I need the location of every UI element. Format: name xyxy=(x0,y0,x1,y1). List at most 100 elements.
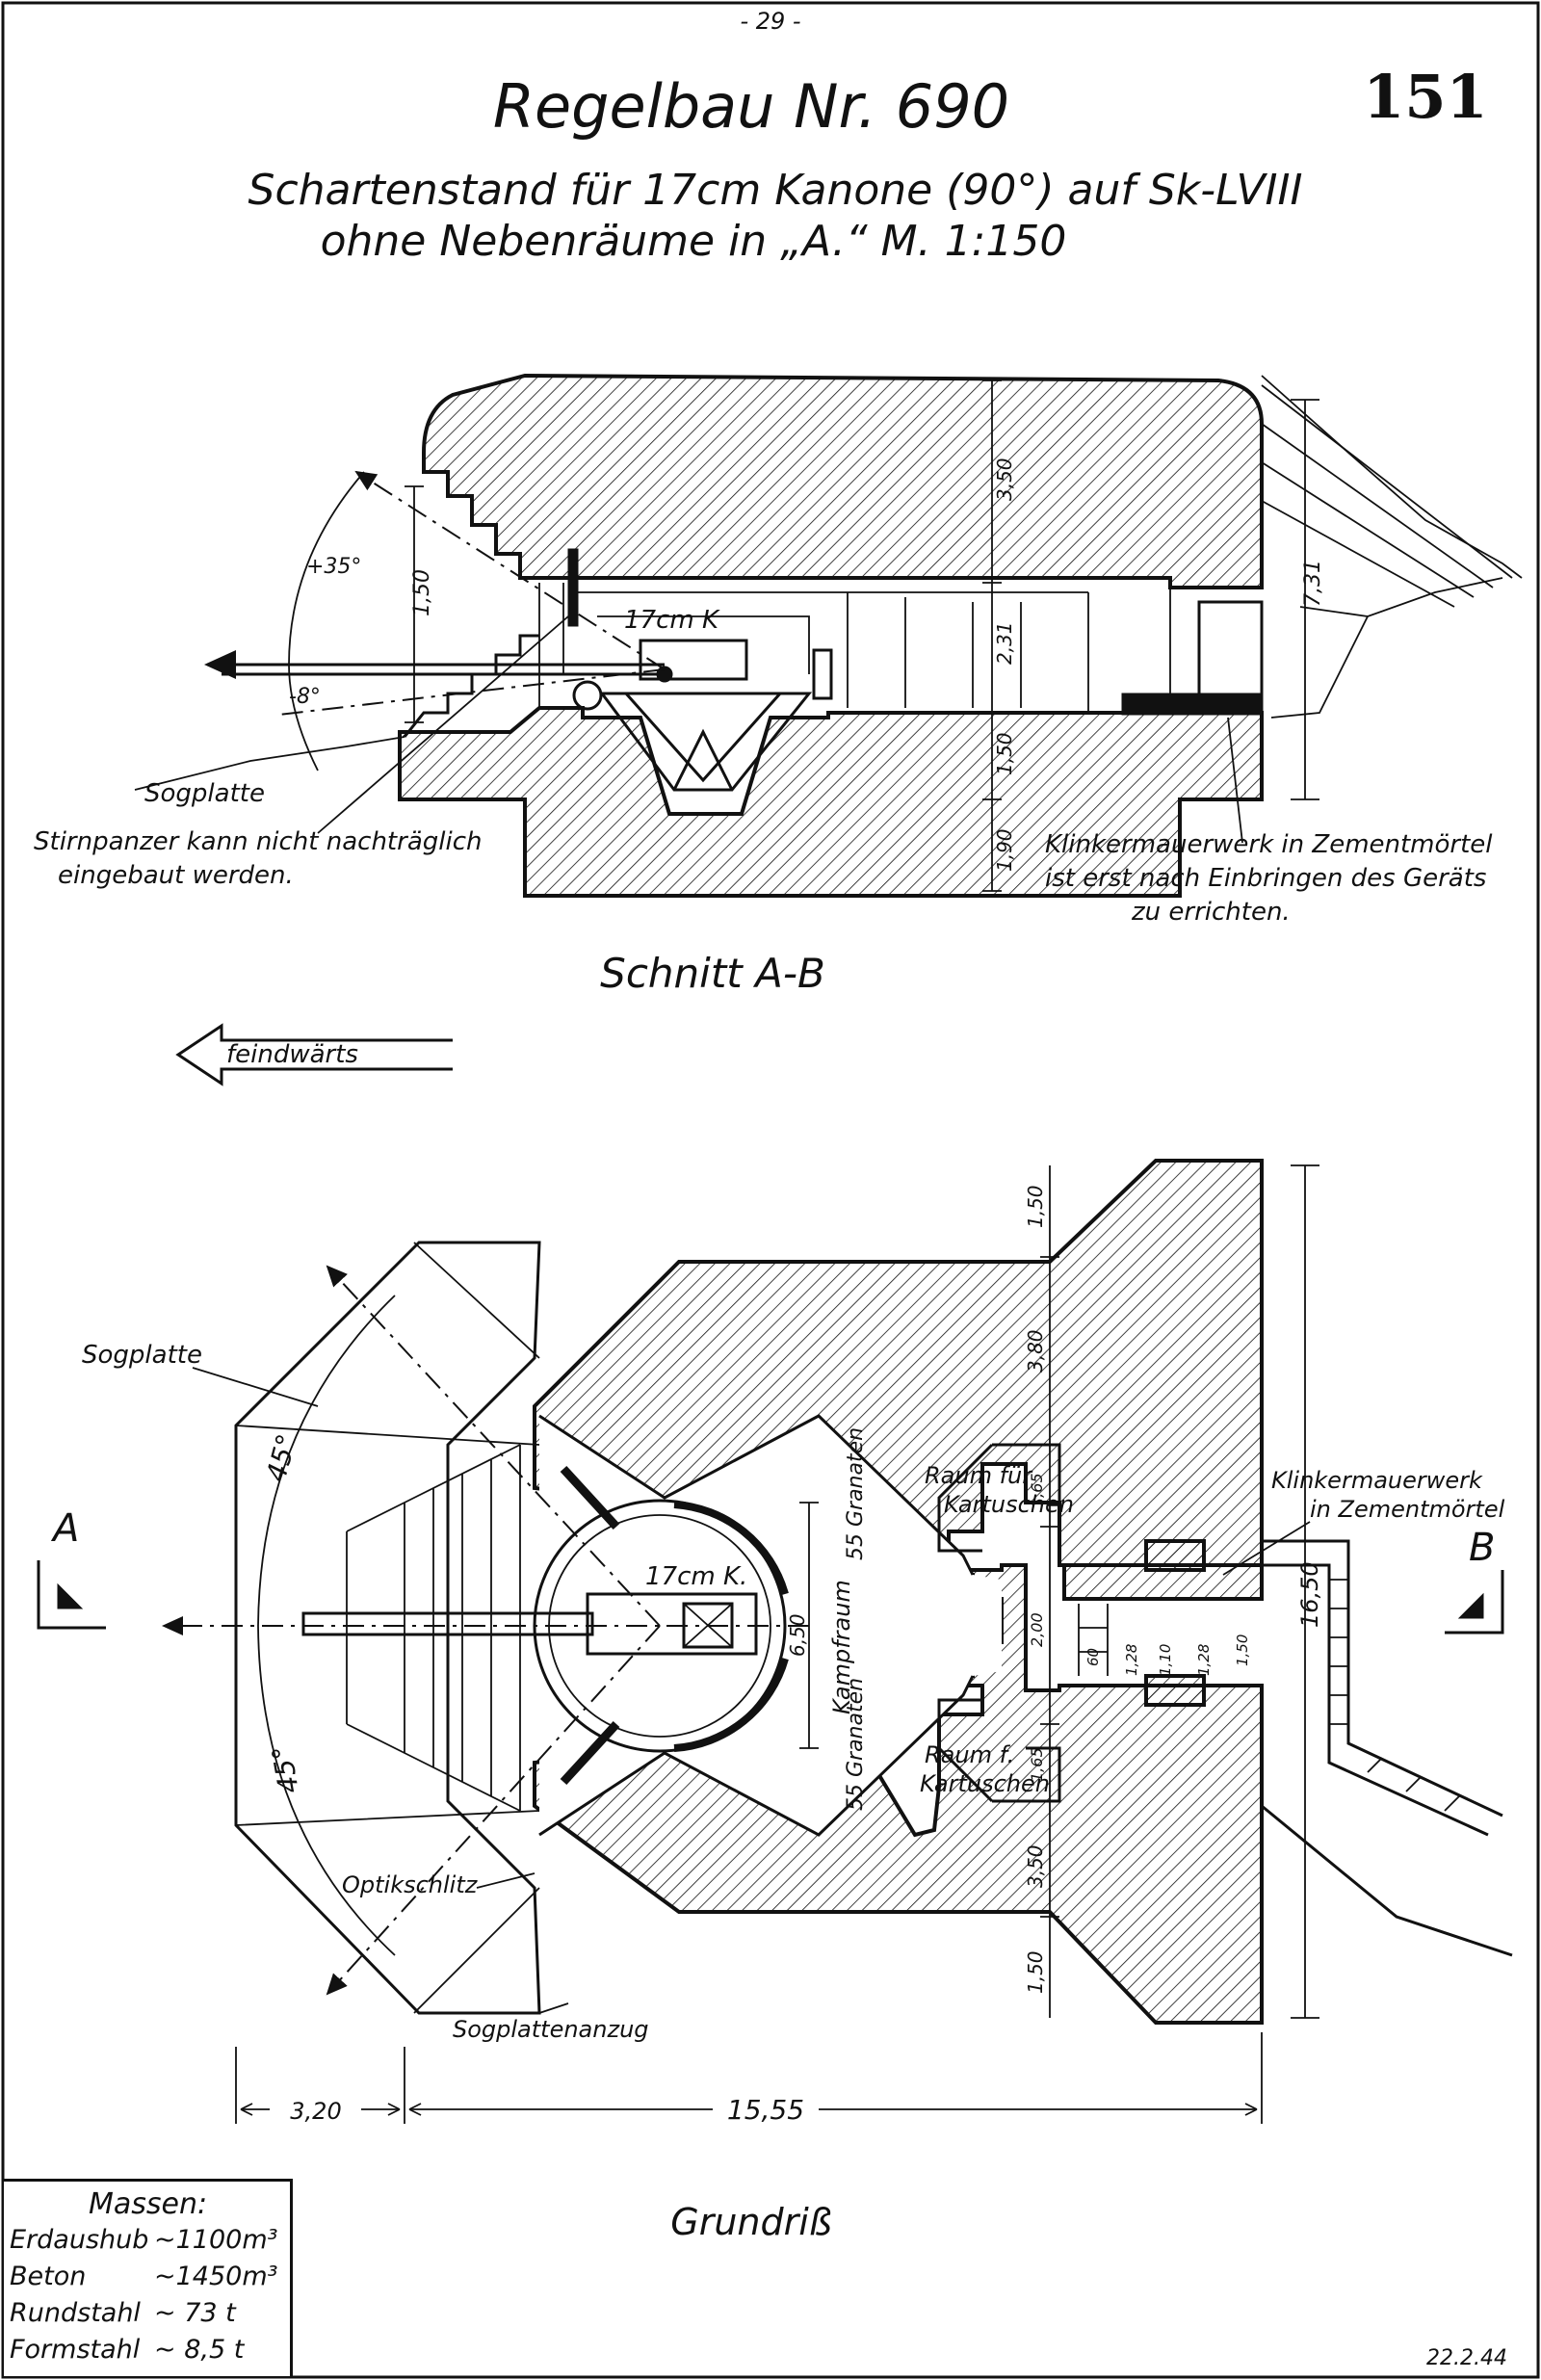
section-dim-1: 3,50 xyxy=(993,458,1016,501)
mount-wheel xyxy=(572,680,603,711)
terrain-left xyxy=(134,736,405,791)
quantity-row-earthwork: Erdaushub~1100m³ xyxy=(10,2225,277,2255)
section-dim-total xyxy=(1291,399,1319,800)
entrance-ticks xyxy=(1329,1579,1460,1812)
section-dim-chain xyxy=(982,379,1002,892)
drawing-subtitle-2: ohne Nebenräume in „A.“ M. 1:150 xyxy=(321,217,1067,266)
section-interior xyxy=(538,583,1171,713)
sogplattenanzug-leader xyxy=(538,2002,569,2014)
quantity-value: ~1450m³ xyxy=(154,2262,278,2291)
section-roof xyxy=(422,373,1264,589)
angle-top-label: 45° xyxy=(260,1430,303,1484)
raum-top-1: Raum für xyxy=(925,1462,1033,1489)
clinker-block-top xyxy=(1144,1539,1206,1572)
plan-caption: Grundriß xyxy=(670,2201,831,2243)
section-caption: Schnitt A-B xyxy=(600,950,825,997)
gun-label-section: 17cm K xyxy=(624,606,720,635)
section-dim-total-label: 7,31 xyxy=(1301,560,1325,607)
small-stair xyxy=(1078,1604,1109,1676)
optikschlitz-leader xyxy=(476,1872,535,1889)
section-dim-2: 2,31 xyxy=(993,621,1016,665)
plan-dim-v2: 1,65 xyxy=(1028,1473,1046,1507)
note-left-leader xyxy=(317,615,569,834)
note-left-2: eingebaut werden. xyxy=(58,861,294,890)
small-dim-2: 1,28 xyxy=(1195,1644,1213,1676)
raum-top-2: Kartuschen xyxy=(944,1491,1074,1518)
kampfraum-label: Kampfraum xyxy=(828,1580,855,1714)
embrasure-steps xyxy=(346,1444,521,1812)
stair-landing xyxy=(1121,693,1263,716)
plan-dim-v0: 1,50 xyxy=(1024,1185,1047,1228)
front-armor-top xyxy=(560,1465,620,1530)
section-dim-4: 1,90 xyxy=(993,828,1016,872)
note-right-1: Klinkermauerwerk in Zementmörtel xyxy=(1045,830,1493,859)
gun-breech xyxy=(639,639,748,681)
sogplatte-section-label: Sogplatte xyxy=(144,779,265,808)
diameter-dim xyxy=(799,1502,819,1749)
drawing-date: 22.2.44 xyxy=(1426,2346,1507,2370)
quantity-row-concrete: Beton~1450m³ xyxy=(10,2262,277,2291)
elevation-line-down xyxy=(278,668,666,716)
plan-dim-v5: 3,50 xyxy=(1024,1844,1047,1888)
section-view: +35° -8° 17cm K 1,50 3,50 2,31 1,50 1,90… xyxy=(34,373,1523,997)
section-marker-a: A xyxy=(50,1506,79,1551)
elevation-line-up xyxy=(354,470,666,670)
enemy-direction-label: feindwärts xyxy=(226,1040,358,1069)
section-dim-3: 1,50 xyxy=(993,732,1016,775)
terrain-right xyxy=(1261,375,1523,719)
gun-recuperator xyxy=(812,648,833,700)
note-right-leader xyxy=(1227,717,1243,844)
sogplatte-plan-leader xyxy=(192,1367,319,1407)
traverse-line-bottom xyxy=(326,1625,661,1996)
sogplatte-inner xyxy=(235,1242,540,2014)
traverse-arc xyxy=(257,1295,396,1956)
small-dim-1: 1,10 xyxy=(1157,1644,1174,1676)
overall-height-dim xyxy=(1291,1164,1319,2019)
quantities-title: Massen: xyxy=(89,2187,208,2221)
kampfraum-outline xyxy=(538,1414,975,1837)
note-left-1: Stirnpanzer kann nicht nachträglich xyxy=(34,827,482,856)
elev-down-label: -8° xyxy=(289,685,321,709)
quantity-value: ~ 73 t xyxy=(154,2298,236,2328)
horizontal-dim xyxy=(235,2032,1263,2124)
gun-label-plan: 17cm K. xyxy=(645,1562,747,1591)
width-left-label: 3,20 xyxy=(290,2098,341,2125)
section-marker-b-fill xyxy=(1457,1592,1484,1619)
quantity-name: Formstahl xyxy=(10,2335,141,2365)
section-dim-left xyxy=(405,485,424,723)
klinker-plan-1: Klinkermauerwerk xyxy=(1271,1467,1483,1494)
section-step-lower xyxy=(403,634,539,738)
plan-dim-v3: 2,00 xyxy=(1028,1612,1046,1647)
quantity-row-section-steel: Formstahl ~ 8,5 t xyxy=(10,2335,244,2365)
quantity-name: Erdaushub xyxy=(10,2225,149,2255)
width-main-label: 15,55 xyxy=(727,2094,804,2126)
quantity-value: ~ 8,5 t xyxy=(154,2335,245,2365)
front-armor-bottom xyxy=(560,1720,620,1786)
raum-bottom-1: Raum f. xyxy=(925,1741,1014,1768)
turntable-rail xyxy=(673,1501,789,1596)
note-right-2: ist erst nach Einbringen des Geräts xyxy=(1045,864,1486,893)
small-dim-3: 1,50 xyxy=(1234,1635,1251,1666)
plan-view: 45° 45° Sogplatte 17cm K. Kampfraum 55 G… xyxy=(37,1159,1513,2243)
section-marker-b-symbol xyxy=(1445,1570,1504,1635)
gun-barrel xyxy=(222,663,665,676)
turntable-rail-lower xyxy=(673,1657,789,1752)
horizontal-dim-ticks xyxy=(240,2103,1258,2116)
cartridge-room-bottom xyxy=(937,1698,1061,1803)
plan-dim-chain xyxy=(1040,1165,1059,2018)
small-dim-0: 1,28 xyxy=(1123,1644,1140,1676)
granaten-bottom-label: 55 Granaten xyxy=(844,1678,868,1811)
cartridge-room-top xyxy=(937,1443,1061,1553)
gun-mount xyxy=(599,692,813,792)
clinker-block-bottom xyxy=(1144,1674,1206,1707)
gun-carriage-plan xyxy=(586,1592,758,1656)
plan-dim-v6: 1,50 xyxy=(1024,1950,1047,1994)
sogplatte-plan-label: Sogplatte xyxy=(82,1341,202,1370)
terrain-rays xyxy=(1261,384,1513,608)
sogplatte-outline xyxy=(234,1241,541,2015)
page-marker: - 29 - xyxy=(740,8,800,35)
angle-bottom-label: 45° xyxy=(266,1743,305,1796)
plan-dim-v4: 1,65 xyxy=(1028,1747,1046,1782)
